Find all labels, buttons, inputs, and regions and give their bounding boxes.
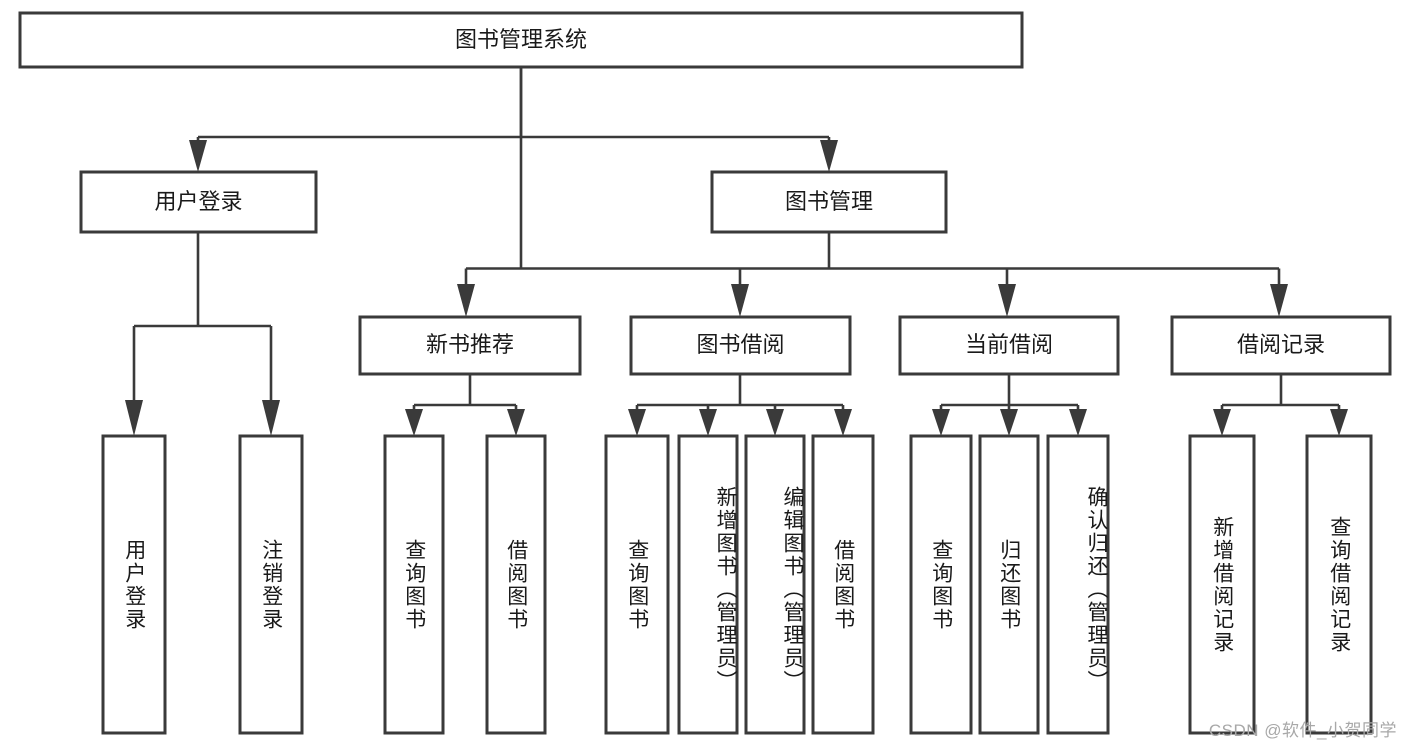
- connector-group-borrow-record: [1213, 374, 1348, 436]
- arrow-head-book-borrow: [731, 284, 749, 317]
- arrow-head-new-book: [457, 284, 475, 317]
- node-root-box[interactable]: [18, 11, 1024, 69]
- node-user-login-box[interactable]: [79, 170, 318, 234]
- arrow-head-leaf-book-borrow-1: [628, 409, 646, 436]
- node-leaf-book-borrow-2-box[interactable]: [677, 434, 739, 735]
- node-book-manage-label: 图书管理: [785, 189, 873, 214]
- node-leaf-book-borrow-3-box[interactable]: [744, 434, 806, 735]
- node-new-book-label: 新书推荐: [426, 332, 514, 357]
- node-leaf-current-borrow-3-box[interactable]: [1046, 434, 1110, 735]
- arrow-head-leaf-current-borrow-3: [1069, 409, 1087, 436]
- arrow-head-leaf-borrow-record-2: [1330, 409, 1348, 436]
- node-leaf-current-borrow-1-box[interactable]: [909, 434, 973, 735]
- connector-group-new-book: [405, 374, 525, 436]
- connector-group-root: [189, 67, 838, 269]
- arrow-head-leaf-current-borrow-2: [1000, 409, 1018, 436]
- node-leaf-borrow-record-1-box[interactable]: [1188, 434, 1256, 735]
- arrow-head-user-login: [189, 140, 207, 172]
- arrow-head-leaf-book-borrow-4: [834, 409, 852, 436]
- arrow-head-borrow-record: [1270, 284, 1288, 317]
- node-leaf-new-book-2-box[interactable]: [485, 434, 547, 735]
- arrow-head-leaf-user-login-1: [125, 400, 143, 436]
- node-leaf-book-borrow-4-box[interactable]: [811, 434, 875, 735]
- node-leaf-user-login-2-box[interactable]: [238, 434, 304, 735]
- arrow-head-leaf-book-borrow-3: [766, 409, 784, 436]
- csdn-watermark: CSDN @软件_小贺同学: [1208, 721, 1397, 740]
- node-leaf-borrow-record-2-box[interactable]: [1305, 434, 1373, 735]
- arrow-head-leaf-new-book-2: [507, 409, 525, 436]
- arrow-head-book-manage: [820, 140, 838, 172]
- node-new-book-box[interactable]: [358, 315, 582, 376]
- node-leaf-current-borrow-2-box[interactable]: [978, 434, 1040, 735]
- arrow-head-leaf-user-login-2: [262, 400, 280, 436]
- node-borrow-record-label: 借阅记录: [1237, 332, 1325, 357]
- node-leaf-new-book-1-box[interactable]: [383, 434, 445, 735]
- node-user-login-label: 用户登录: [154, 189, 242, 214]
- node-borrow-record-box[interactable]: [1170, 315, 1392, 376]
- connector-group-current-borrow: [932, 374, 1087, 436]
- arrow-head-leaf-new-book-1: [405, 409, 423, 436]
- connector-group-book-manage: [457, 232, 1288, 317]
- node-leaf-user-login-1-box[interactable]: [101, 434, 167, 735]
- node-book-borrow-box[interactable]: [629, 315, 852, 376]
- node-book-borrow-label: 图书借阅: [696, 332, 784, 357]
- node-root-label: 图书管理系统: [455, 27, 587, 52]
- node-book-manage-box[interactable]: [710, 170, 948, 234]
- node-current-borrow-box[interactable]: [898, 315, 1120, 376]
- arrow-head-leaf-current-borrow-1: [932, 409, 950, 436]
- node-leaf-book-borrow-1-box[interactable]: [604, 434, 670, 735]
- connector-group-user-login: [125, 232, 280, 436]
- connector-group-book-borrow: [628, 374, 852, 436]
- arrow-head-leaf-book-borrow-2: [699, 409, 717, 436]
- node-current-borrow-label: 当前借阅: [965, 332, 1053, 357]
- arrow-head-current-borrow: [998, 284, 1016, 317]
- arrow-head-leaf-borrow-record-1: [1213, 409, 1231, 436]
